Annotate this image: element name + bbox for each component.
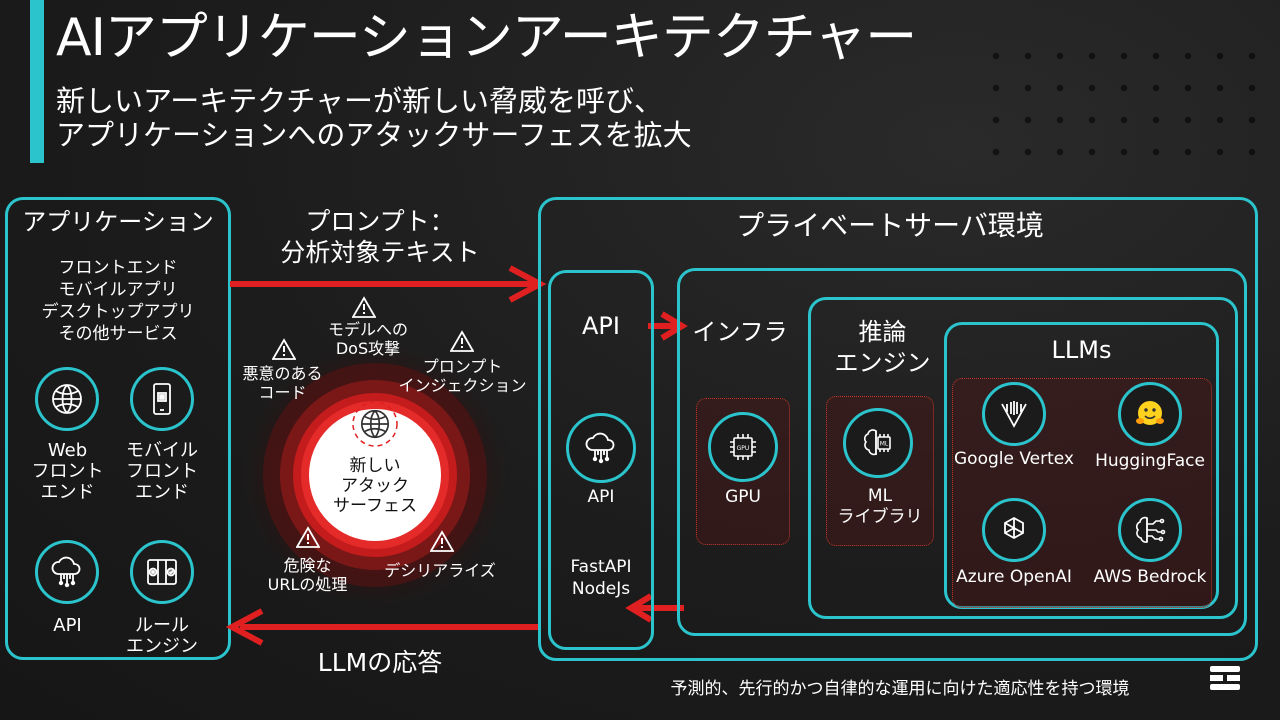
cloud-api-icon — [585, 432, 615, 464]
threat-prompt-injection-label: プロンプト インジェクション — [398, 357, 527, 395]
server-api-node — [566, 413, 636, 483]
server-api-label: API — [587, 487, 615, 507]
svg-text:ML: ML — [880, 441, 889, 448]
ml-library-node: ML — [843, 408, 913, 478]
aws-bedrock-node — [1118, 498, 1182, 562]
svg-text:GPU: GPU — [737, 445, 750, 452]
app-api-label: API — [53, 615, 82, 636]
infra-panel-title: インフラ — [692, 318, 788, 346]
web-frontend-label: Web フロント エンド — [31, 440, 104, 503]
response-label: LLMの応答 — [317, 648, 443, 677]
attack-surface-center-label: 新しい アタック サーフェス — [333, 456, 417, 516]
rules-engine-node — [130, 540, 194, 604]
application-types-list: フロントエンド モバイルアプリ デスクトップアプリ その他サービス — [41, 258, 195, 344]
inference-engine-title: 推論 エンジン — [834, 318, 931, 377]
cloud-api-icon — [51, 556, 81, 588]
google-vertex-node — [982, 382, 1046, 446]
ml-brain-icon: ML — [863, 429, 891, 456]
threat-malicious-code-label: 悪意のある コード — [242, 364, 323, 402]
mobile-icon — [153, 383, 171, 415]
private-server-title: プライベートサーバ環境 — [736, 209, 1044, 242]
warning-icon — [296, 526, 320, 548]
page-title: AIアプリケーションアーキテクチャー — [56, 8, 917, 68]
gpu-node: GPU — [708, 412, 778, 482]
warning-icon — [430, 530, 454, 552]
application-panel — [5, 197, 231, 660]
warning-icon — [352, 296, 376, 318]
accent-bar — [30, 0, 44, 163]
gpu-chip-icon: GPU — [730, 434, 756, 460]
application-panel-title: アプリケーション — [22, 208, 214, 236]
web-frontend-node — [35, 367, 99, 431]
private-server-panel — [538, 197, 1258, 661]
google-vertex-label: Google Vertex — [954, 449, 1074, 469]
rules-engine-label: ルール エンジン — [126, 615, 198, 657]
gpu-label: GPU — [725, 487, 761, 507]
huggingface-label: HuggingFace — [1095, 451, 1205, 471]
threat-deserialize-label: デシリアライズ — [384, 561, 496, 580]
globe-icon — [52, 384, 82, 414]
warning-icon — [272, 338, 296, 360]
aws-bedrock-label: AWS Bedrock — [1093, 567, 1207, 587]
attack-surface-graphic — [235, 335, 515, 615]
app-api-node — [35, 540, 99, 604]
page-subtitle: 新しいアーキテクチャーが新しい脅威を呼び、 アプリケーションへのアタックサーフェ… — [56, 84, 692, 152]
rules-icon — [147, 559, 177, 585]
globe-icon — [360, 409, 390, 439]
api-frameworks-label: FastAPI NodeJs — [570, 557, 632, 599]
ml-library-label: ML ライブラリ — [837, 486, 923, 527]
infra-panel — [677, 268, 1247, 636]
vertex-icon — [1001, 401, 1027, 428]
huggingface-node — [1118, 382, 1182, 446]
fortinet-logo-icon — [1210, 666, 1240, 690]
mobile-frontend-node — [130, 367, 194, 431]
api-panel — [548, 270, 654, 650]
huggingface-icon — [1136, 401, 1164, 425]
warning-icon — [450, 330, 474, 352]
openai-icon — [1004, 516, 1024, 540]
mobile-frontend-label: モバイル フロント エンド — [126, 440, 198, 503]
decorative-dot-grid — [980, 40, 1280, 180]
inference-engine-panel — [808, 297, 1238, 619]
threat-dos-label: モデルへの DoS攻撃 — [327, 320, 408, 358]
azure-openai-label: Azure OpenAI — [956, 567, 1072, 587]
threat-dangerous-url-label: 危険な URLの処理 — [267, 556, 348, 594]
azure-openai-node — [982, 498, 1046, 562]
prompt-label: プロンプト： 分析対象テキスト — [280, 207, 480, 267]
api-panel-title: API — [582, 312, 620, 340]
bedrock-icon — [1135, 516, 1166, 543]
llms-title: LLMs — [1051, 336, 1112, 364]
footer-caption: 予測的、先行的かつ自律的な運用に向けた適応性を持つ環境 — [670, 679, 1130, 699]
